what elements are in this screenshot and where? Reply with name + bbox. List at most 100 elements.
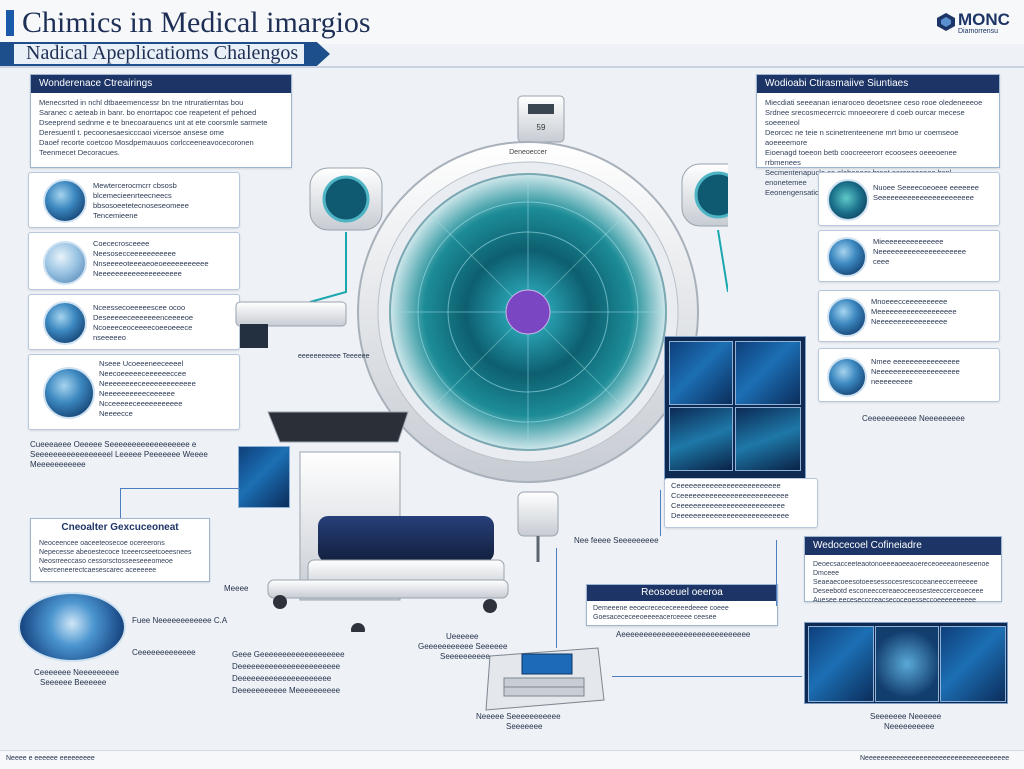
card-line: Neecoeeeeeceeeeeeccee — [99, 369, 187, 378]
bottom-left-caption-2: Seeeeee Beeeeee — [40, 678, 107, 687]
panel-line: Goesacececeeoeeeeacerceeee ceesee — [593, 614, 717, 621]
title-bar — [0, 0, 1024, 44]
left-card-1: Mewtercerocmcrr cbsosb blcemecieenrteecn… — [28, 172, 240, 228]
cell-image-icon — [43, 367, 95, 419]
card-line: Mnoeeecceeeeeeeeee — [871, 297, 948, 306]
subtitle-banner: Nadical Apeplicatioms Chalengos — [0, 42, 330, 66]
scan-image-icon — [827, 237, 867, 277]
panel-top-left-title: Wonderenace Ctreairings — [31, 75, 291, 93]
card-line: Nseee Ucoeeeneeceeeel — [99, 359, 184, 368]
connector-line — [612, 676, 802, 677]
card-line: Nnseeeeoteeeaeoeoeeeeeeeeeee — [93, 259, 209, 268]
card-line: bbsosoeetetecnoseseomeee — [93, 201, 189, 210]
right-card-3: Mnoeeecceeeeeeeeee Meeeeeeeeeeeeeeeeeee … — [818, 290, 1000, 342]
scan-strip — [804, 622, 1008, 704]
scan-tile-2 — [735, 341, 801, 405]
connector-line — [556, 548, 557, 648]
left-note-line-1: Cueeeaeee Oeeeee Seeeeeeeeeeeeeeeeee e — [30, 440, 197, 449]
panel-line: Deseebotd esconeeccereaeoceeosesteeccerc… — [813, 588, 984, 595]
machine-label: Meeee — [224, 584, 249, 593]
card-line: Meeeeeeeeeeeeeeeeeee — [871, 307, 957, 316]
card-line: Neeeeeeeeeeeeeeeee — [871, 317, 948, 326]
console-label: Neeeee Seeeeeeeeeee — [476, 712, 561, 721]
card-line: Mewtercerocmcrr cbsosb — [93, 181, 177, 190]
panel-line: Miecdiati seeeanan ienaroceo deoetsnee c… — [765, 98, 983, 107]
scan-tile-3 — [669, 407, 733, 471]
card-text: Nseee Ucoeeeneeceeeel Neecoeeeeeceeeeeec… — [99, 359, 196, 419]
arrow-label: Nee feeee Seeeeeeeee — [574, 536, 659, 545]
panel-mid-right-body: Demeeene eeoecrecececeeeedeeee coeee Goe… — [587, 601, 777, 625]
center-block-4: Deeeeeeeeeee Meeeeeeeeee — [232, 686, 341, 695]
scan-tile-1 — [669, 341, 733, 405]
panel-bottom-right-title: Wedocecoel Cofineiadre — [805, 537, 1001, 555]
card-line: Deseeeeeceeeeeeenceeeeoe — [93, 313, 194, 322]
card-line: Neeeeeeeeeeeeeeeeeeee — [871, 367, 960, 376]
card-text: Nuoee Seeeecoeoeee eeeeeee Seeeeeeeeeeee… — [873, 183, 979, 203]
card-text: Nceessecoeeeeescee ocoo Deseeeeeceeeeeee… — [93, 303, 193, 343]
right-card-4: Nmee eeeeeeeeeeeeeeee Neeeeeeeeeeeeeeeee… — [818, 348, 1000, 402]
card-line: Deeeeeeeeeeeeeeeeeeeeeeeeeee — [671, 511, 790, 520]
card-line: Ceeeeeeeeeeeeeeeeeeeeeeeeee — [671, 501, 785, 510]
center-block-2: Deeeeeeeeeeeeeeeeeeeeeee — [232, 662, 341, 671]
scan-notes: Ceeeeeeeeeeeeeeeeeeeeeeeee Cceeeeeeeeeee… — [664, 478, 818, 528]
card-line: Coececrosceeee — [93, 239, 150, 248]
left-card-3: Nceessecoeeeeescee ocoo Deseeeeeceeeeeee… — [28, 294, 240, 350]
panel-line: Demeeene eeoecrecececeeeedeeee coeee — [593, 605, 729, 612]
center-block-3: Deeeeeeeeeeeeeeeeeeeee — [232, 674, 332, 683]
cell-image-icon — [43, 179, 87, 223]
panel-mid-right-title: Reosoeuel oeeroa — [587, 585, 777, 601]
card-line: Mieeeeeeeeeeeeeee — [873, 237, 944, 246]
panel-line: Menecsrted in nchl dtbaeemencessr bn tne… — [39, 98, 244, 107]
logo-mark-icon — [937, 13, 955, 31]
arm-label: eeeeeeeeeee Teeeeee — [298, 353, 370, 360]
panel-line: Veerceneerectcaesescarec aceeeeee — [39, 567, 157, 574]
console-label-2: Seeeeeee — [506, 722, 543, 731]
card-line: Cceeeeeeeeeeeeeeeeeeeeeeeeee — [671, 491, 789, 500]
left-note-line-2: Seeeeeeeeeeeeeeeeel Leeeee Peeeeeee Weee… — [30, 450, 208, 459]
card-line: Nmee eeeeeeeeeeeeeeee — [871, 357, 960, 366]
panel-line: Daoef recorte coetcoo Mosdpemauuos corlc… — [39, 138, 254, 147]
footer-bar — [0, 750, 1024, 769]
right-card-2: Mieeeeeeeeeeeeeee Neeeeeeeeeeeeeeeeeeeee… — [818, 230, 1000, 282]
card-line: nseeeeeo — [93, 333, 126, 342]
bottom-left-caption: Ceeeeeee Neeeeeeeee — [34, 668, 119, 677]
scan-image-icon — [827, 297, 867, 337]
bottom-left-label-2: Ceeeeeeeeeeeee — [132, 648, 196, 657]
card-text: Mieeeeeeeeeeeeeee Neeeeeeeeeeeeeeeeeeeee… — [873, 237, 966, 267]
card-line: Neeeeeeeeeeeeeeeeeeee — [93, 269, 182, 278]
cell-culture-image-icon — [18, 592, 126, 662]
card-line: Ncceeeeeceeeeeeeeeee — [99, 399, 183, 408]
scan-image-icon — [827, 357, 867, 397]
panel-line: Saranec c aeteab in banr. bo enorrtapoc … — [39, 108, 257, 117]
scan-strip-tile-3 — [940, 626, 1006, 702]
panel-line: Auesee eecesecccreacsecoceoesseccoeeeeee… — [813, 597, 977, 604]
panel-mid-right: Reosoeuel oeeroa Demeeene eeoecrecececee… — [586, 584, 778, 626]
cell-image-icon — [43, 301, 87, 345]
panel-top-right: Wodioabi Ctirasmaiive Siuntiaes Miecdiat… — [756, 74, 1000, 197]
card-text: Ceeeeeeeeeeeeeeeeeeeeeeeee Cceeeeeeeeeee… — [671, 481, 789, 521]
card-line: Neeeeeeeeceeeeeeeeeeeee — [99, 379, 196, 388]
card-line: neeeeeeeee — [871, 377, 913, 386]
connector-line — [660, 490, 661, 536]
panel-line: Deresuentl t. pecoonesaesicccaoi vicerso… — [39, 128, 225, 137]
scan-image-icon — [827, 179, 869, 221]
logo-text: MONC — [958, 10, 1010, 29]
panel-line: Dseeprend sednme e te bnecoarauencs unt … — [39, 118, 268, 127]
panel-top-left-body: Menecsrted in nchl dtbaeemencessr bn tne… — [31, 93, 291, 163]
panel-line: Eioenagd toeeon betb coocreeerorr ecoose… — [765, 148, 957, 167]
card-line: ceee — [873, 257, 890, 266]
device-top-label: Deneoeccer — [509, 149, 547, 156]
card-line: Ceeeeeeeeeeeeeeeeeeeeeeeee — [671, 481, 781, 490]
control-console — [485, 647, 605, 711]
left-card-4: Nseee Ucoeeeneeceeeel Neecoeeeeeceeeeeec… — [28, 354, 240, 430]
bottom-right-caption-2: Neeeeeeeeee — [884, 722, 935, 731]
panel-bottom-right-body: Deoecsacceeteaotonoeeeaoeeaoereceoeeeaon… — [805, 555, 1001, 610]
bottom-left-label-1: Fuee Neeeeeeeeeeee C.A — [132, 616, 228, 625]
connector-line — [776, 540, 777, 606]
footer-right: Neeeeeeeeeeeeeeeeeeeeeeeeeeeeeeeeeeeee — [860, 755, 1010, 762]
footer-left: Neeee e eeeeee eeeeeeeee — [6, 755, 95, 762]
device-badge: 59 — [537, 123, 546, 132]
card-line: Seeeeeeeeeeeeeeeeeeeeeee — [873, 193, 974, 202]
page-title: Chimics in Medical imargios — [22, 6, 371, 39]
page-subtitle: Nadical Apeplicatioms Chalengos — [26, 42, 299, 64]
